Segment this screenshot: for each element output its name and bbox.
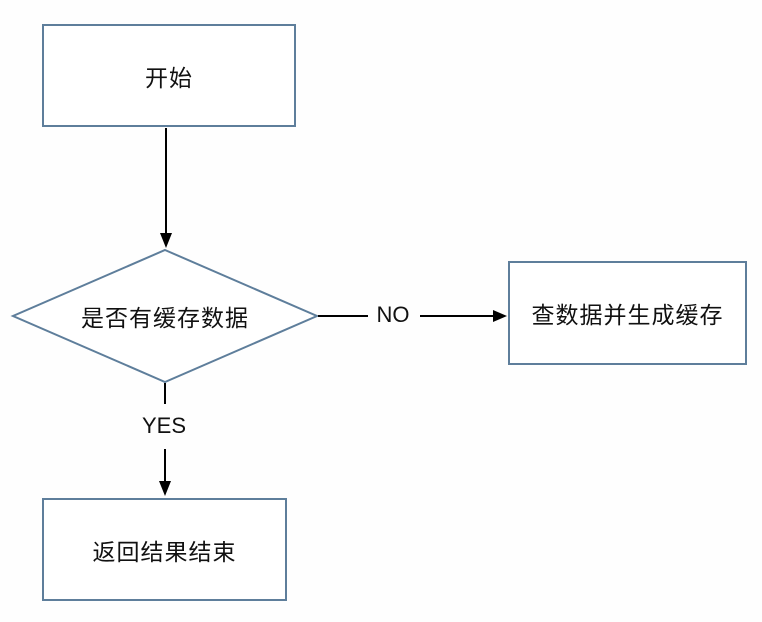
node-start-label: 开始	[145, 64, 193, 91]
decision-diamond-shape	[10, 248, 320, 384]
edge-label-yes: YES	[141, 413, 187, 438]
node-decision: 是否有缓存数据	[13, 250, 317, 382]
node-return-end-label: 返回结果结束	[92, 538, 237, 565]
node-query-cache: 查数据并生成缓存	[508, 261, 747, 365]
edge-label-no: NO	[376, 302, 410, 327]
edge-yes-arrowhead	[159, 481, 171, 496]
node-return-end: 返回结果结束	[42, 498, 287, 601]
node-query-cache-label: 查数据并生成缓存	[531, 302, 724, 328]
edge-no-arrowhead	[493, 310, 507, 322]
edge-start-to-decision-arrowhead	[160, 233, 172, 248]
node-decision-label: 是否有缓存数据	[81, 305, 249, 331]
node-start: 开始	[42, 24, 296, 127]
